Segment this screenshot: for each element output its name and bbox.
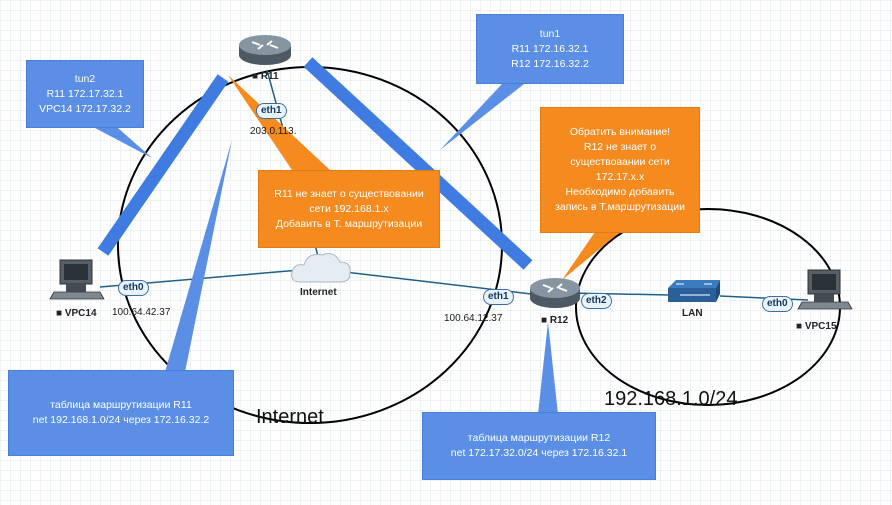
vpc14-computer-icon[interactable] <box>49 259 105 300</box>
r12-note-line1: Обратить внимание! <box>569 126 671 138</box>
r12-note-line2: R12 не знает о <box>583 141 657 153</box>
r11-name: R11 <box>260 71 279 82</box>
r12-address: 100.64.12.37 <box>444 313 503 324</box>
r12-note-line3: существовании сети <box>570 156 670 168</box>
tun1-title: tun1 <box>539 27 561 40</box>
r11-note-line2: сети 192.168.1.x <box>309 202 389 215</box>
internet-cloud-icon[interactable] <box>291 253 351 283</box>
vpc15-eth0-label[interactable]: eth0 <box>762 296 793 312</box>
r12-eth1-label[interactable]: eth1 <box>483 289 514 305</box>
tun2-title: tun2 <box>74 72 96 85</box>
vpc14-label: ■ VPC14 <box>56 308 97 319</box>
rt-r12-title: таблица маршрутизации R12 <box>467 432 611 444</box>
vpc15-computer-icon[interactable] <box>797 269 853 310</box>
r11-label: ■ R11 <box>252 71 279 82</box>
r12-note-line6: запись в Т.маршрутизации <box>555 201 685 213</box>
rt-r12-callout: таблица маршрутизации R12 net 172.17.32.… <box>422 412 656 480</box>
tun1-line1: R11 172.16.32.1 <box>511 42 589 55</box>
r12-note-callout: Обратить внимание! R12 не знает о сущест… <box>540 107 700 233</box>
rt-r11-callout: таблица маршрутизации R11 net 192.168.1.… <box>8 370 234 456</box>
r12-note-line4: 172.17.x.x <box>595 171 645 183</box>
tun2-pointer <box>95 128 152 158</box>
vpc15-name: VPC15 <box>804 321 837 332</box>
internet-zone-label: Internet <box>256 406 324 428</box>
vpc14-name: VPC14 <box>64 308 97 319</box>
rt-r12-pointer <box>538 322 558 414</box>
rt-r11-pointer <box>165 140 232 372</box>
r11-address: 203.0.113. <box>250 126 297 137</box>
vpc14-address: 100.64.42.37 <box>112 307 171 318</box>
lan-switch-icon[interactable] <box>668 280 720 302</box>
r12-note-line5: Необходимо добавить <box>565 186 675 198</box>
tun1-pointer <box>440 84 524 150</box>
rt-r11-line1: net 192.168.1.0/24 через 172.16.32.2 <box>32 414 210 426</box>
tun1-line2: R12 172.16.32.2 <box>511 57 589 70</box>
vpc14-eth0-label[interactable]: eth0 <box>118 280 149 296</box>
internet-label: Internet <box>300 287 337 298</box>
r11-note-pointer <box>228 75 330 170</box>
r12-router-icon[interactable] <box>530 278 580 308</box>
tun1-tunnel-bar <box>303 57 533 270</box>
r12-eth2-label[interactable]: eth2 <box>581 293 612 309</box>
r11-router-icon[interactable] <box>239 35 291 65</box>
r11-note-line3: Добавить в Т. маршрутизации <box>275 217 423 230</box>
tun2-tunnel-bar <box>97 74 229 256</box>
rt-r11-title: таблица маршрутизации R11 <box>50 399 192 411</box>
r11-eth1-label[interactable]: eth1 <box>256 103 287 119</box>
rt-r12-line1: net 172.17.32.0/24 через 172.16.32.1 <box>450 447 628 459</box>
r12-label: ■ R12 <box>541 315 569 326</box>
r12-name: R12 <box>549 315 569 326</box>
tun1-callout: tun1 R11 172.16.32.1 R12 172.16.32.2 <box>476 14 624 84</box>
tun2-callout: tun2 R11 172.17.32.1 VPC14 172.17.32.2 <box>26 60 144 128</box>
r11-note-callout: R11 не знает о существовании сети 192.16… <box>258 170 440 248</box>
r12-note-pointer <box>562 232 620 280</box>
lan-label: LAN <box>682 308 703 319</box>
r11-note-line1: R11 не знает о существовании <box>274 187 424 200</box>
tun2-line2: VPC14 172.17.32.2 <box>39 102 131 115</box>
vpc15-label: ■ VPC15 <box>796 321 837 332</box>
tun2-line1: R11 172.17.32.1 <box>46 87 124 100</box>
lan-network-label: 192.168.1.0/24 <box>604 388 738 410</box>
